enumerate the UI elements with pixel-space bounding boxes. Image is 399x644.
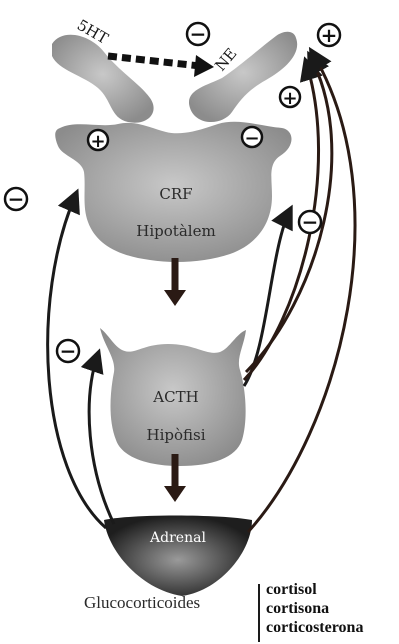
- svg-text:−: −: [8, 187, 25, 211]
- label-acth: ACTH: [152, 388, 198, 406]
- label-pituitary: Hipòfisi: [146, 426, 205, 444]
- svg-text:−: −: [60, 339, 77, 363]
- svg-text:−: −: [244, 128, 259, 149]
- hormone-list-divider: [258, 584, 260, 642]
- 5ht-to-ne-arrowhead: [194, 55, 214, 77]
- hormone-corticosterone: corticosterona: [266, 618, 363, 637]
- svg-text:−: −: [302, 210, 319, 234]
- svg-text:+: +: [321, 23, 338, 47]
- hypothalamus-to-pituitary-arrowhead: [164, 290, 186, 306]
- label-adrenal: Adrenal: [149, 530, 206, 546]
- pituitary-to-adrenal-arrowhead: [164, 486, 186, 502]
- glucocorticoids-label: Glucocorticoides: [84, 593, 200, 613]
- 5ht-to-ne-arrow: [108, 56, 200, 66]
- sign-minus-left: −: [5, 187, 27, 211]
- svg-text:−: −: [190, 22, 207, 46]
- sign-plus-right-lobe: +: [280, 87, 300, 109]
- hormone-list: cortisol cortisona corticosterona: [266, 580, 363, 637]
- left-projection: [52, 35, 154, 123]
- sign-minus-right-mid: −: [299, 210, 321, 234]
- sign-minus-hypothalamus: −: [242, 127, 262, 149]
- sign-plus-hypothalamus: +: [88, 130, 108, 152]
- hormone-cortisol: cortisol: [266, 580, 363, 599]
- sign-plus-top-right: +: [318, 23, 340, 47]
- sign-minus-pituitary: −: [57, 339, 79, 363]
- hormone-cortisone: cortisona: [266, 599, 363, 618]
- label-crf: CRF: [159, 185, 192, 203]
- adrenal-shape: [104, 516, 252, 597]
- svg-text:+: +: [90, 131, 105, 152]
- label-hypothalamus: Hipotàlem: [136, 222, 215, 240]
- sign-minus-ne: −: [187, 22, 209, 46]
- svg-text:+: +: [282, 88, 297, 109]
- feedback-adrenal-to-pituitary: [89, 354, 114, 524]
